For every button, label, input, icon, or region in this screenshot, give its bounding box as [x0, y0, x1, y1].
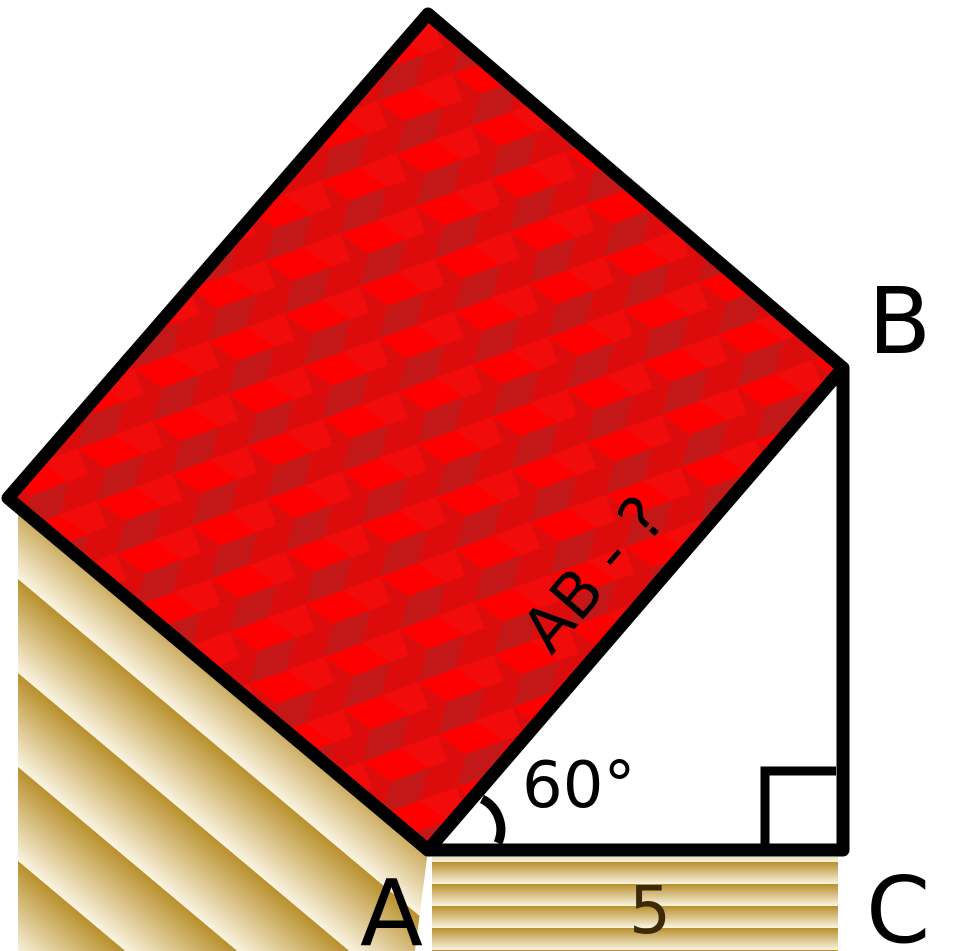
angle-label: 60° — [522, 749, 635, 823]
bottom-wood-strip — [432, 857, 838, 951]
angle-arc — [479, 794, 506, 845]
red-square — [1, 7, 850, 857]
left-wood-panel — [18, 500, 428, 951]
base-length-label: 5 — [629, 872, 671, 949]
vertex-b-label: B — [868, 268, 931, 375]
vertex-c-label: C — [866, 857, 930, 951]
right-angle-marker — [760, 766, 836, 844]
triangle-sides — [421, 361, 850, 857]
vertex-a-label: A — [360, 860, 423, 951]
